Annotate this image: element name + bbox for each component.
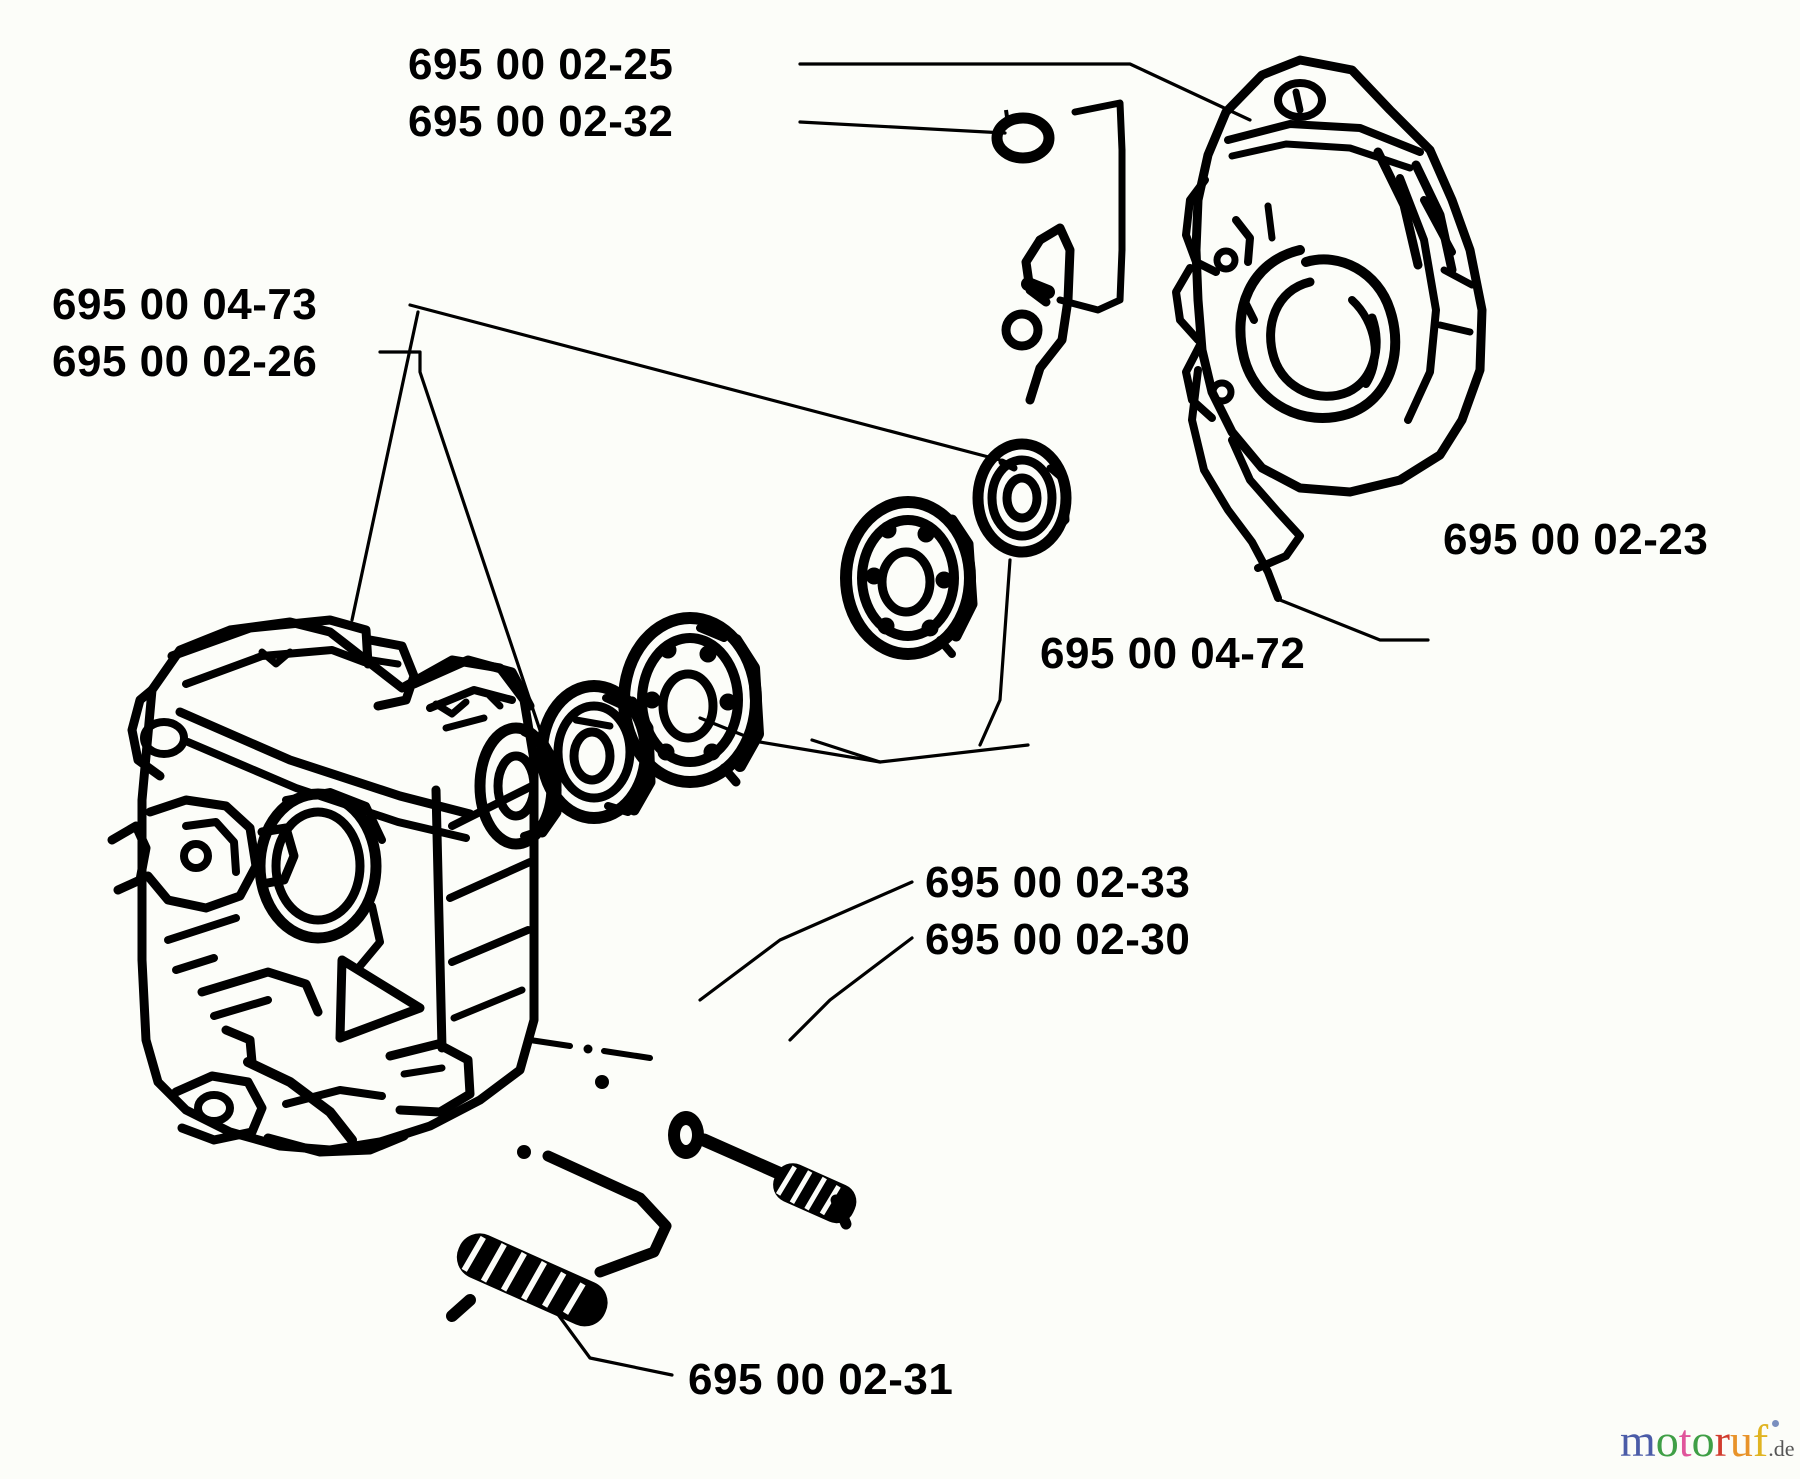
part-label-695-00-02-31: 695 00 02-31 [688,1355,954,1404]
washer-part [668,1111,704,1159]
crankcase-half-right [1172,55,1487,602]
leader-02-32 [798,120,1007,135]
watermark-letter-r: r [1714,1415,1730,1466]
part-label-695-00-02-25: 695 00 02-25 [408,40,674,89]
ball-bearing-upper [840,496,978,660]
leader-02-30 [788,936,914,1042]
leader-02-33 [698,880,914,1002]
screw-long-part [446,1233,608,1327]
watermark-letter-u: u [1729,1415,1753,1466]
watermark-letter-o1: o [1655,1415,1679,1466]
watermark-dot-icon [1772,1420,1779,1427]
leader-04-72-a [810,738,1030,764]
watermark-letter-o2: o [1691,1415,1715,1466]
crankcase-half-left [107,615,539,1157]
part-label-695-00-04-72: 695 00 04-72 [1040,629,1306,678]
bearing-small-upper [972,438,1072,558]
part-label-695-00-04-73: 695 00 04-73 [52,280,318,329]
motoruf-watermark: motoruf.de [1620,1418,1794,1464]
ball-bearing-lower [618,612,764,788]
hose-routing-lower [542,1150,672,1278]
part-label-695-00-02-32: 695 00 02-32 [408,97,674,146]
part-label-695-00-02-26: 695 00 02-26 [52,337,318,386]
part-label-695-00-02-33: 695 00 02-33 [925,858,1191,907]
leader-04-72-b [978,558,1012,747]
watermark-suffix: .de [1768,1436,1795,1461]
watermark-letter-m: m [1620,1415,1656,1466]
watermark-letter-t: t [1678,1415,1692,1466]
leader-02-25 [798,62,1252,122]
leader-04-73-branch [350,310,420,622]
watermark-letter-f: f [1752,1415,1769,1466]
leader-04-73 [408,303,1002,462]
key-clip-part [1001,223,1075,405]
screw-short-part [697,1133,857,1230]
part-label-695-00-02-23: 695 00 02-23 [1443,515,1709,564]
leader-02-23 [1278,598,1430,642]
leader-lines [350,62,1430,1377]
leader-02-26 [378,350,562,792]
part-label-695-00-02-30: 695 00 02-30 [925,915,1191,964]
assembly-centerline [527,1037,653,1061]
fastener-dots [517,1075,609,1159]
o-ring-part [991,109,1055,164]
fuel-hose-part [1056,99,1126,314]
